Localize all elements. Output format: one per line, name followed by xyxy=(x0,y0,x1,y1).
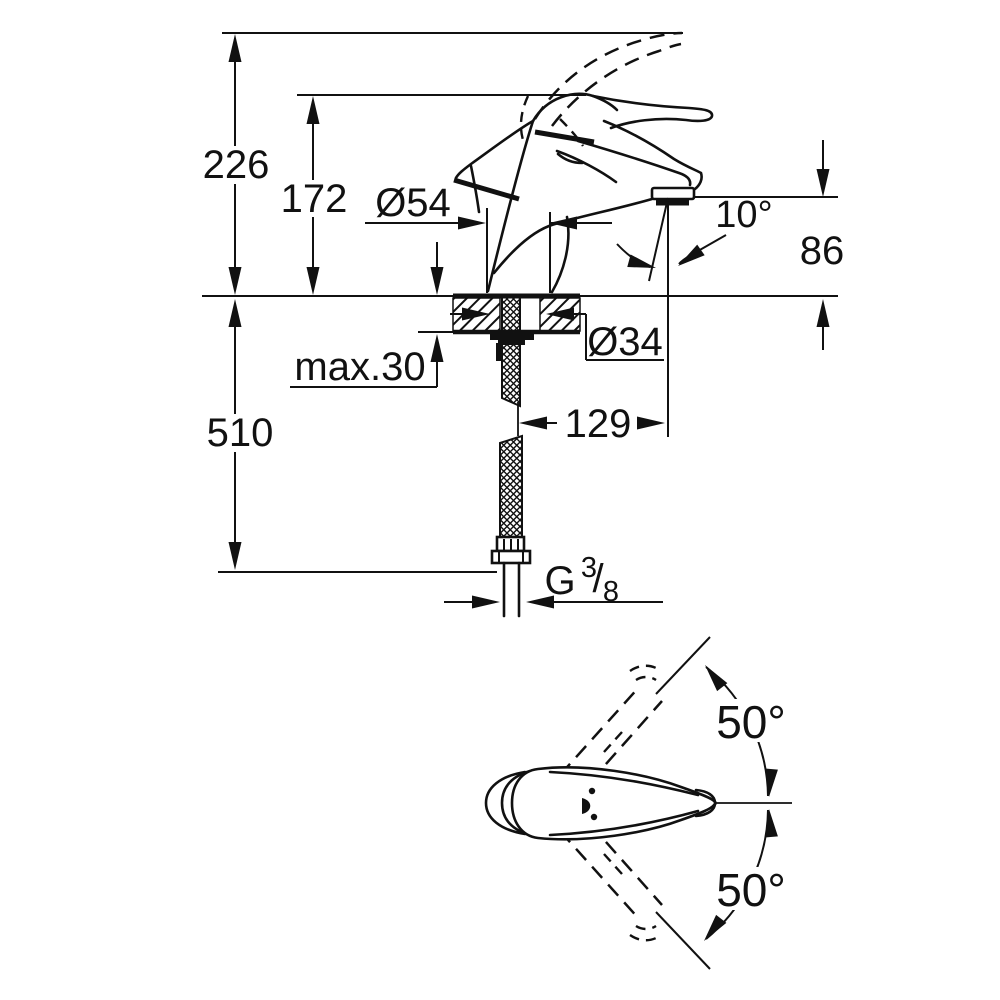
dim-label-thread-numerator: 3 xyxy=(581,552,597,584)
dim-label-stream-angle: 10° xyxy=(715,194,772,236)
dim-label-outlet-height: 86 xyxy=(800,229,845,273)
raised-handle-dashed xyxy=(519,31,683,147)
swivel-handle-dashed-upper xyxy=(559,664,663,783)
spout-aerator xyxy=(650,186,696,206)
dimension-swivel-lower: 50° xyxy=(712,864,792,916)
dim-label-body-diameter: Ø54 xyxy=(375,181,451,225)
side-view: 226 172 510 Ø54 max.3 xyxy=(202,31,845,618)
faucet-top-body xyxy=(484,766,717,841)
supply-hose xyxy=(490,402,532,618)
dim-label-hose-length: 510 xyxy=(207,411,274,455)
dimension-outlet-height: 86 xyxy=(800,140,845,350)
mounting-washer xyxy=(490,334,534,340)
dim-label-swivel-upper: 50° xyxy=(716,696,786,748)
hose-nut xyxy=(490,549,532,565)
swivel-handle-dashed-lower xyxy=(559,823,663,942)
dimension-hole-diameter: Ø34 xyxy=(450,307,664,364)
dim-label-hole-diameter: Ø34 xyxy=(587,320,663,364)
dimension-swivel-upper: 50° xyxy=(712,696,792,748)
dim-label-total-height: 226 xyxy=(203,143,270,187)
dimension-hose-length: 510 xyxy=(207,299,274,570)
dimension-body-diameter: Ø54 xyxy=(365,181,612,293)
faucet-side-body xyxy=(453,92,714,294)
dimension-spout-height: 172 xyxy=(281,96,348,295)
dim-label-thread-prefix: G xyxy=(544,559,575,603)
dim-label-spout-height: 172 xyxy=(281,177,348,221)
braided-hose xyxy=(499,434,523,538)
dim-label-thread-denominator: 8 xyxy=(603,576,619,608)
mounting-nut xyxy=(498,340,525,345)
dim-label-thread-slash: / xyxy=(592,557,604,601)
threaded-shank xyxy=(501,296,521,408)
dimension-stream-angle: 10° xyxy=(616,194,773,282)
dim-label-deck-thickness: max.30 xyxy=(294,345,425,389)
dimension-deck-thickness: max.30 xyxy=(290,242,444,389)
dim-label-swivel-lower: 50° xyxy=(716,864,786,916)
top-view: 50° 50° xyxy=(484,636,792,970)
dimension-thread: G 3 / 8 xyxy=(444,552,663,609)
dim-label-spout-reach: 129 xyxy=(565,402,632,446)
dimension-spout-reach: 129 xyxy=(519,199,669,446)
dimension-total-height: 226 xyxy=(203,34,270,295)
